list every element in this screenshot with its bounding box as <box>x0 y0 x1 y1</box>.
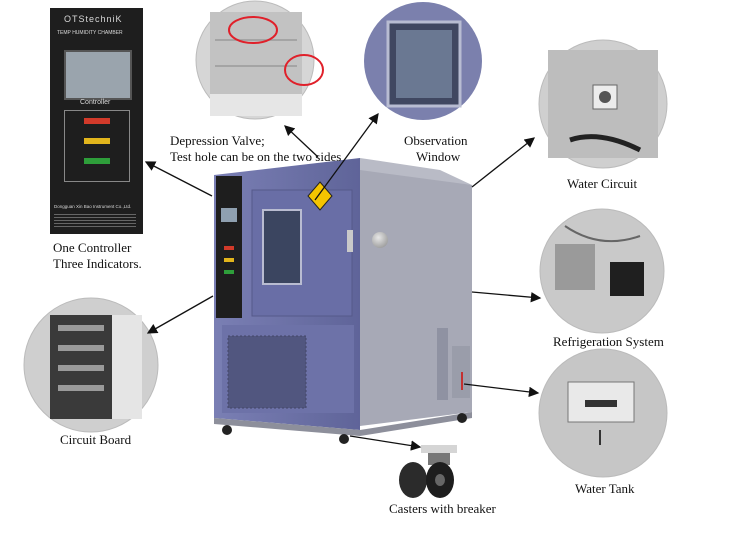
callout-arrows <box>144 112 542 451</box>
detail-circuit-board-photo <box>23 297 159 433</box>
arrow-valve <box>284 125 319 158</box>
label-controller-line2: Three Indicators. <box>53 256 142 271</box>
arrow-controller <box>144 161 213 197</box>
indicator-frame <box>64 110 130 182</box>
controller-screen <box>64 50 132 100</box>
arrow-water-circuit <box>471 137 536 188</box>
arrow-window <box>314 112 379 201</box>
controller-label: Controller <box>80 99 111 106</box>
chamber-machine <box>214 158 472 444</box>
brand-logo: OTStechniK <box>64 14 123 24</box>
label-casters: Casters with breaker <box>389 501 496 516</box>
label-valve-line2: Test hole can be on the two sides <box>170 149 342 164</box>
detail-valve-photo <box>195 0 324 120</box>
indicator-green <box>84 158 110 164</box>
detail-window-photo <box>364 2 482 120</box>
label-water-circuit: Water Circuit <box>567 176 638 191</box>
label-window-line2: Window <box>416 149 461 164</box>
label-refrigeration: Refrigeration System <box>553 334 664 349</box>
label-window-line1: Observation <box>404 133 468 148</box>
detail-water-tank-photo <box>538 348 668 478</box>
company-info-lines <box>54 212 136 228</box>
arrow-circuit-board <box>146 295 214 334</box>
arrow-refrigeration <box>471 291 542 303</box>
chamber-title: TEMP HUMIDITY CHAMBER <box>57 30 123 36</box>
indicator-yellow <box>84 138 110 144</box>
detail-refrigeration-photo <box>539 208 665 334</box>
label-circuit-board: Circuit Board <box>60 432 132 447</box>
company-name: Dongguan Xin Bao Instrument Co.,Ltd. <box>54 204 132 209</box>
controller-panel: OTStechniK TEMP HUMIDITY CHAMBER Control… <box>50 8 143 234</box>
label-water-tank: Water Tank <box>575 481 635 496</box>
label-controller-line1: One Controller <box>53 240 132 255</box>
arrow-water-tank <box>463 383 540 398</box>
arrow-casters <box>349 435 422 451</box>
warning-icon <box>307 181 333 211</box>
indicator-red <box>84 118 110 124</box>
detail-water-circuit-photo <box>538 39 668 169</box>
label-valve-line1: Depression Valve; <box>170 133 265 148</box>
caster-wheel-icon <box>399 445 457 498</box>
